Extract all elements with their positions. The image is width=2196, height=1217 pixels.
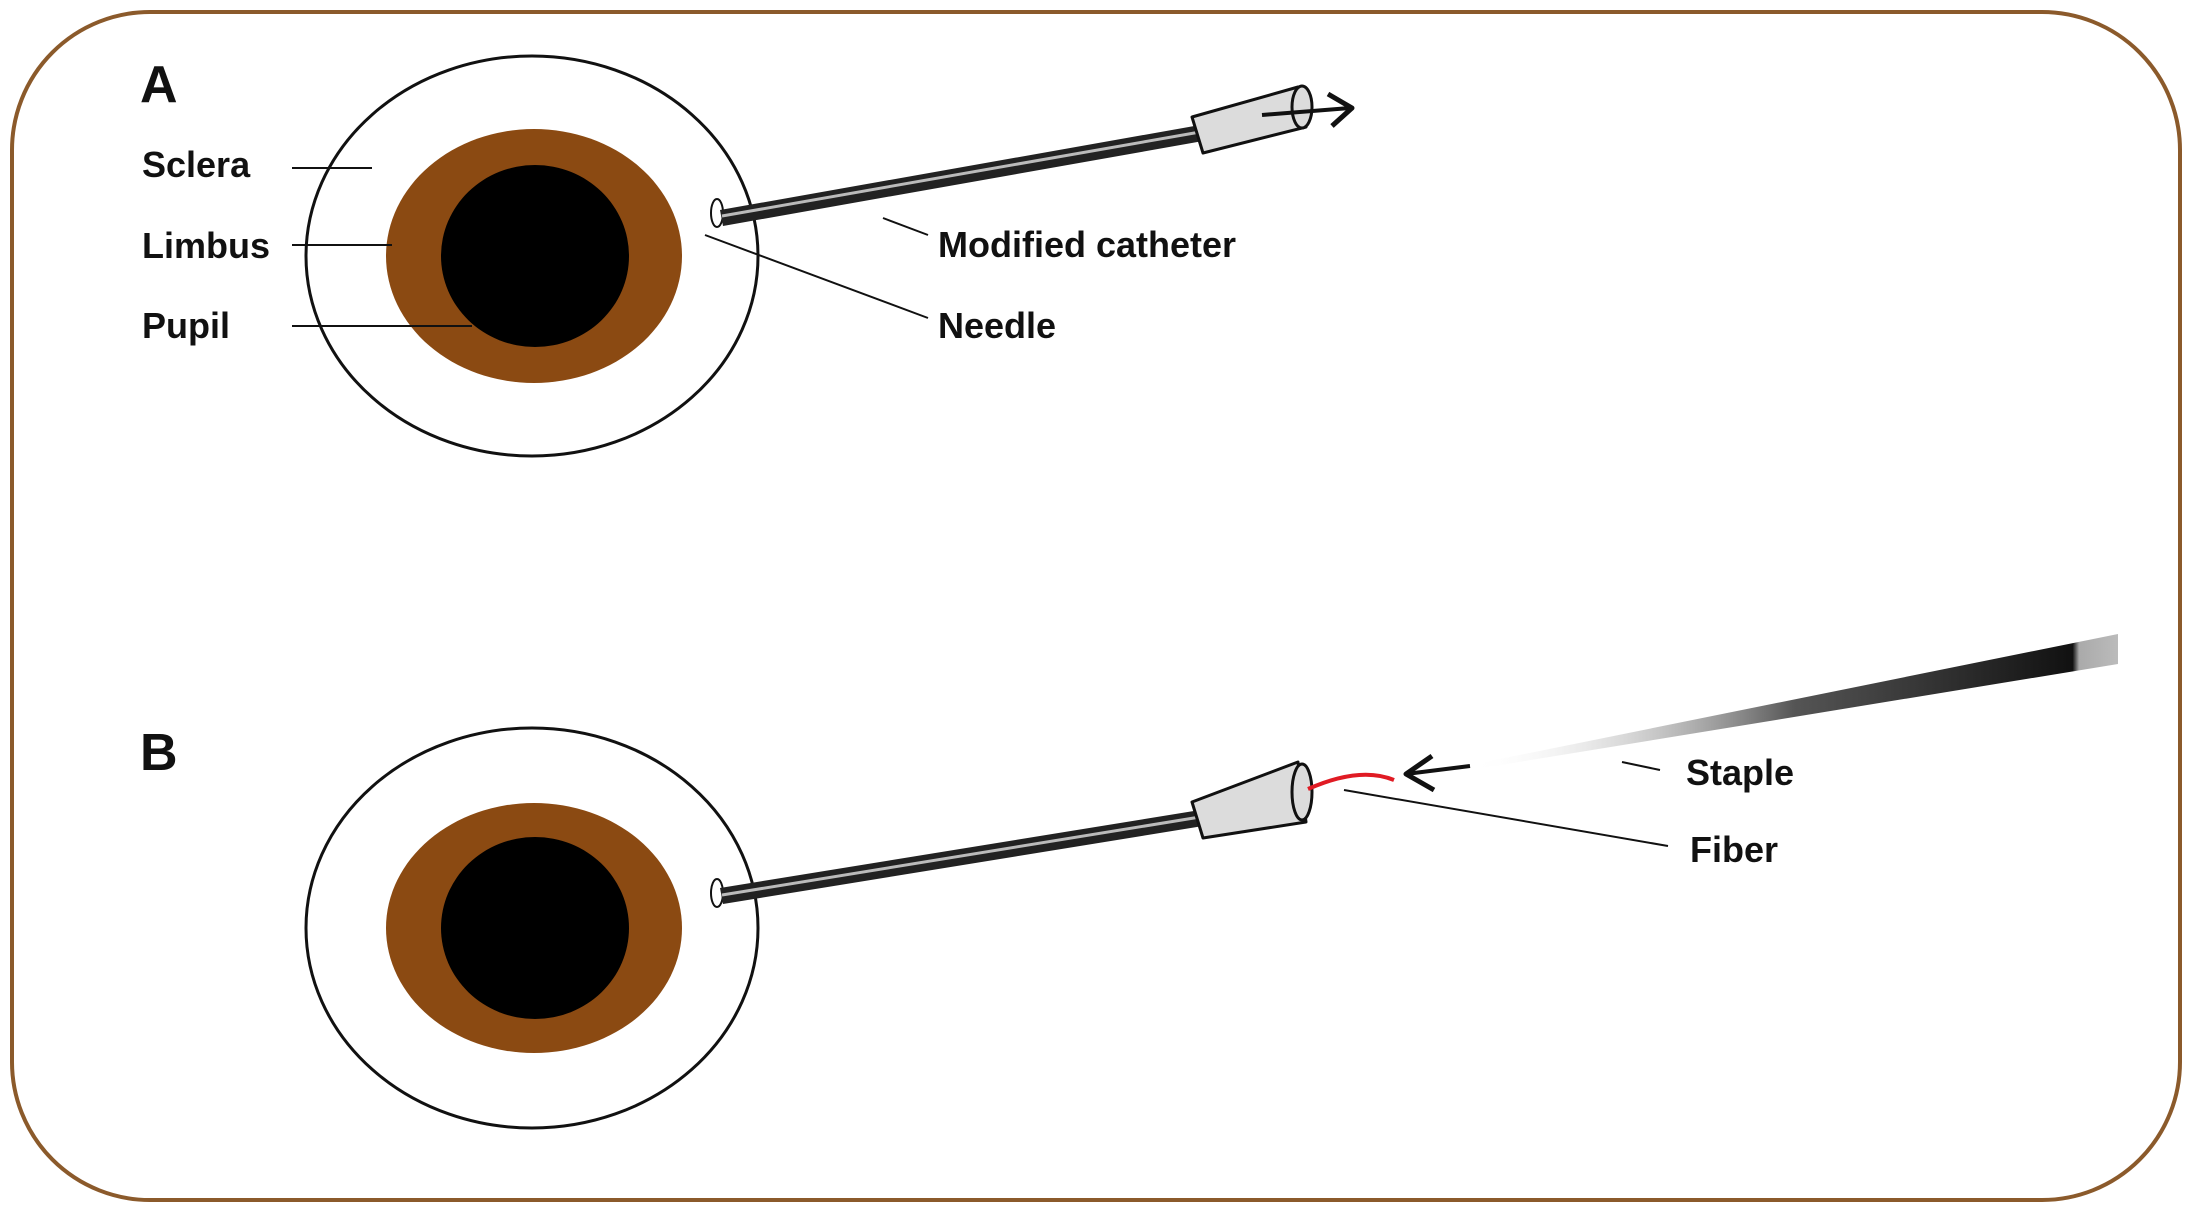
withdraw-arrow-shaft bbox=[1261, 106, 1351, 117]
fiber-label: Fiber bbox=[1690, 829, 1778, 870]
needle-label: Needle bbox=[938, 305, 1056, 346]
fiber-leader-line bbox=[1343, 789, 1669, 847]
needle-leader-line bbox=[704, 234, 929, 319]
catheter-hub-b bbox=[1190, 760, 1308, 840]
eye-b bbox=[304, 726, 760, 1130]
catheter-shaft-a bbox=[720, 125, 1203, 226]
catheter-b bbox=[710, 760, 1314, 908]
staple-arrow-head bbox=[1403, 753, 1436, 793]
catheter-a bbox=[710, 84, 1355, 228]
catheter-leader-line bbox=[882, 217, 929, 236]
staple-arrow-shaft bbox=[1405, 764, 1471, 776]
fiber-strand bbox=[1307, 772, 1395, 791]
limbus-label: Limbus bbox=[142, 225, 270, 266]
panel-b-letter: B bbox=[140, 724, 178, 782]
pupil-label: Pupil bbox=[142, 305, 230, 346]
figure-frame bbox=[10, 10, 2182, 1202]
panel-a-letter: A bbox=[140, 56, 178, 114]
pupil-b bbox=[441, 837, 629, 1019]
staple-body bbox=[1470, 634, 2118, 770]
catheter-label: Modified catheter bbox=[938, 224, 1236, 265]
panel-a: A Sclera Limbus Pupil Modified catheter … bbox=[140, 54, 1355, 458]
staple bbox=[1403, 634, 2118, 793]
withdraw-arrow-head bbox=[1326, 91, 1355, 128]
pupil-a bbox=[441, 165, 629, 347]
staple-leader-line bbox=[1621, 761, 1661, 771]
sclera-label: Sclera bbox=[142, 144, 251, 185]
eye-a bbox=[304, 54, 760, 458]
catheter-hub-a bbox=[1190, 85, 1308, 155]
panel-b: B Staple Fiber bbox=[140, 634, 2118, 1130]
staple-label: Staple bbox=[1686, 752, 1794, 793]
